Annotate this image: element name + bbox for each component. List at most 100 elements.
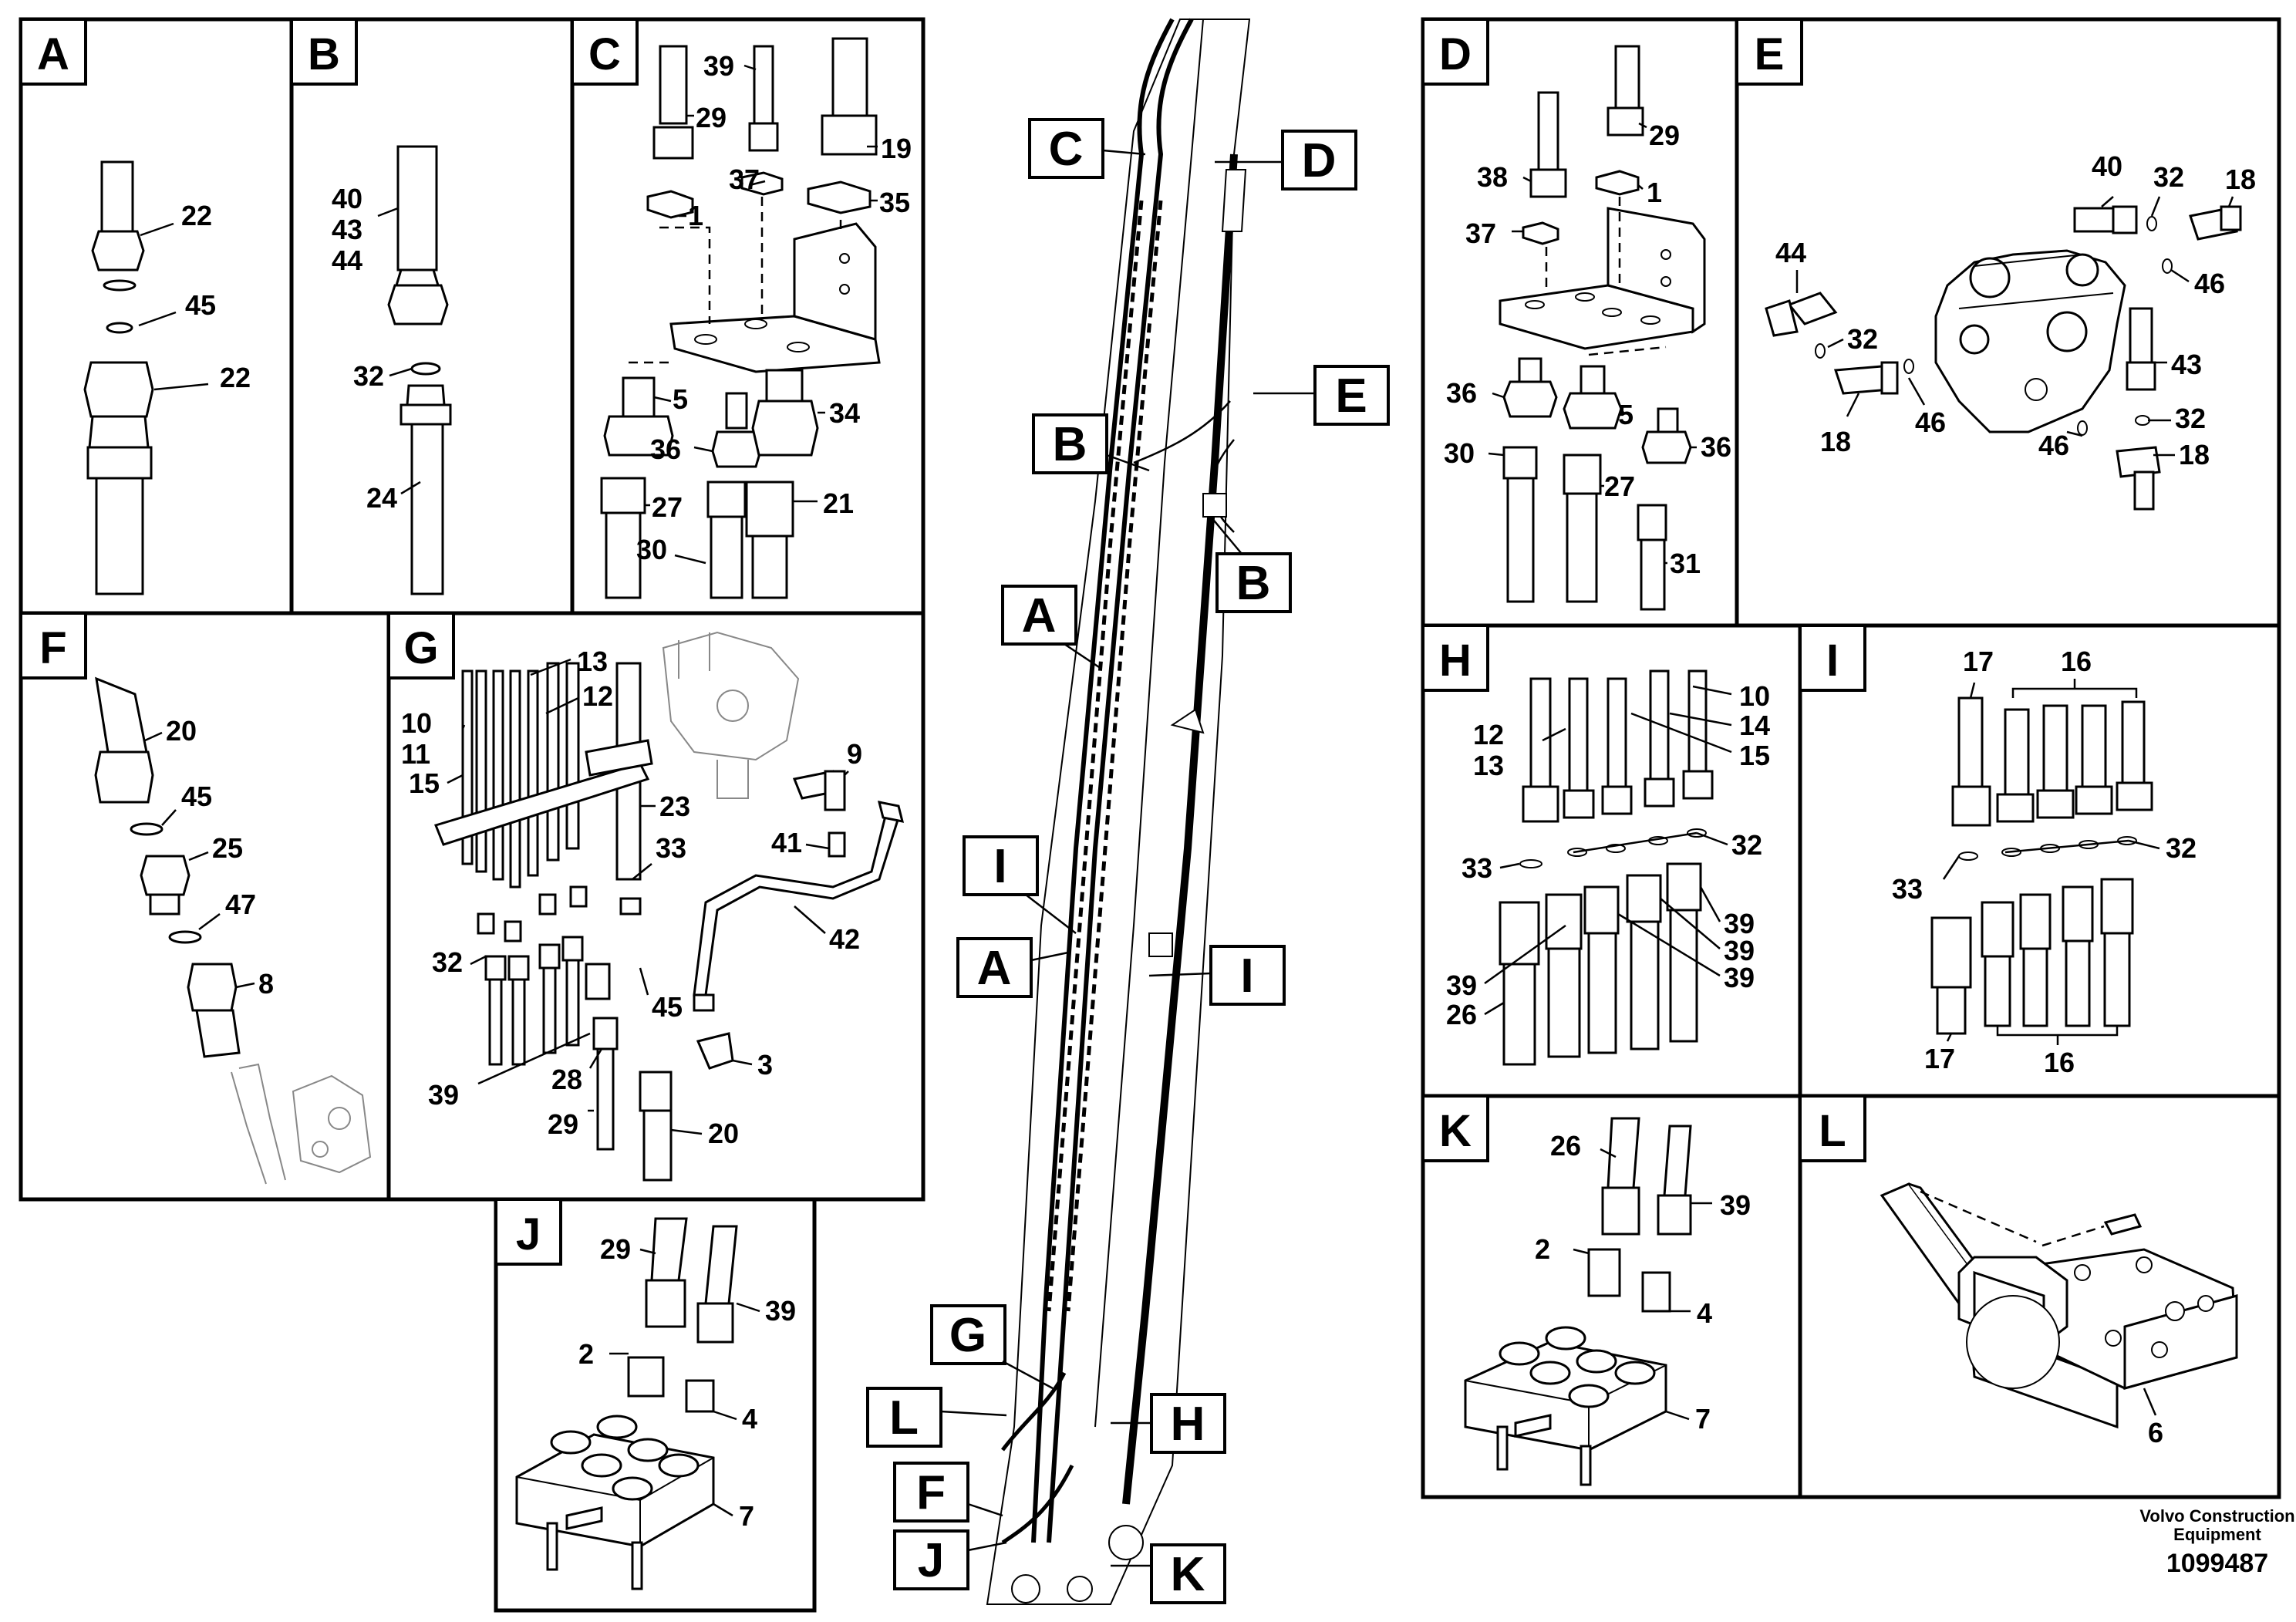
callout: 14 bbox=[1739, 710, 1770, 741]
callout: 45 bbox=[181, 781, 212, 812]
callout: 30 bbox=[1444, 437, 1475, 469]
panel-j-tag: J bbox=[516, 1209, 541, 1259]
callout: 12 bbox=[582, 680, 613, 712]
callout: 44 bbox=[1775, 237, 1806, 268]
panel-k-tag: K bbox=[1439, 1106, 1472, 1156]
callout: 29 bbox=[696, 102, 727, 133]
callout: 39 bbox=[765, 1295, 796, 1327]
panel-g-tag: G bbox=[403, 623, 438, 673]
callout: 32 bbox=[1731, 829, 1762, 861]
panel-d-hoses bbox=[1502, 45, 1692, 611]
center-callouts: C D E B B A I A I G L H F bbox=[866, 118, 1390, 1604]
callout: 32 bbox=[2166, 832, 2197, 864]
callout: 5 bbox=[1618, 399, 1633, 430]
callout: 8 bbox=[258, 968, 274, 1000]
callout: 13 bbox=[1473, 750, 1504, 781]
panel-k-manifold bbox=[1464, 1117, 1692, 1486]
panel-c: C bbox=[570, 17, 925, 615]
callout: 31 bbox=[1670, 548, 1701, 579]
callout-f: F bbox=[916, 1466, 946, 1519]
callout: 1 bbox=[1647, 177, 1662, 208]
callout: 9 bbox=[847, 738, 862, 770]
panel-b-tag: B bbox=[308, 29, 340, 79]
panel-f-coupling-assembly bbox=[94, 676, 372, 1185]
panel-g-valve bbox=[662, 631, 800, 799]
callout: 38 bbox=[1477, 161, 1508, 193]
callout: 29 bbox=[1649, 120, 1680, 151]
panel-f-tag: F bbox=[39, 623, 66, 673]
panel-e-valve-block bbox=[1934, 249, 2126, 433]
callout: 17 bbox=[1963, 646, 1994, 677]
callout: 20 bbox=[708, 1118, 739, 1149]
callout: 27 bbox=[1604, 470, 1635, 502]
panel-c-tag: C bbox=[588, 29, 621, 79]
callout: 29 bbox=[600, 1233, 631, 1265]
callout-a-2: A bbox=[977, 942, 1012, 995]
callout: 39 bbox=[1724, 935, 1755, 966]
callout: 44 bbox=[332, 244, 362, 276]
callout: 40 bbox=[332, 183, 362, 214]
callout: 15 bbox=[409, 767, 440, 799]
callout: 22 bbox=[181, 200, 212, 231]
callout: 2 bbox=[1535, 1233, 1550, 1265]
callout: 32 bbox=[2153, 161, 2184, 193]
panel-g-bundle bbox=[433, 662, 673, 1182]
callout-j: J bbox=[918, 1534, 944, 1587]
callout: 34 bbox=[829, 397, 860, 429]
callout: 39 bbox=[1724, 962, 1755, 993]
callout: 21 bbox=[823, 487, 854, 519]
callout: 7 bbox=[1695, 1403, 1711, 1435]
company-name-line2: Equipment bbox=[2173, 1525, 2261, 1544]
panel-e: E bbox=[1735, 17, 2281, 628]
callout: 15 bbox=[1739, 740, 1770, 771]
callout: 4 bbox=[742, 1403, 757, 1435]
callout: 47 bbox=[225, 889, 256, 920]
callout: 30 bbox=[636, 534, 667, 565]
callout: 4 bbox=[1697, 1297, 1712, 1329]
callout: 33 bbox=[656, 832, 686, 864]
callout: 37 bbox=[729, 164, 760, 195]
callout-h: H bbox=[1171, 1398, 1205, 1451]
callout: 3 bbox=[757, 1049, 773, 1081]
panel-a-hose-assembly bbox=[83, 160, 154, 595]
callout: 37 bbox=[1465, 218, 1496, 249]
boom-overview bbox=[986, 18, 1251, 1605]
callout-g: G bbox=[949, 1309, 986, 1362]
callout: 16 bbox=[2044, 1047, 2075, 1078]
callout: 46 bbox=[2038, 430, 2069, 461]
callout: 43 bbox=[332, 214, 362, 245]
panel-c-hoses-top bbox=[646, 37, 878, 219]
callout-i-2: I bbox=[1240, 949, 1253, 1003]
callout: 32 bbox=[353, 360, 384, 392]
panel-g-fittings bbox=[693, 770, 905, 1070]
document-number: 1099487 bbox=[2166, 1549, 2268, 1578]
callout: 39 bbox=[428, 1079, 459, 1111]
callout-b: B bbox=[1053, 418, 1087, 471]
callout: 39 bbox=[1446, 969, 1477, 1001]
panel-l: L 6 bbox=[1798, 1094, 2281, 1499]
callout: 11 bbox=[401, 738, 430, 770]
panel-a: A 22 45 22 bbox=[19, 17, 294, 615]
panel-d-bracket bbox=[1499, 207, 1706, 350]
callout-l: L bbox=[889, 1391, 919, 1445]
panel-f: F 20 45 25 47 8 bbox=[19, 611, 391, 1202]
callout: 39 bbox=[1724, 908, 1755, 939]
callout: 41 bbox=[771, 827, 802, 858]
panel-a-tag: A bbox=[37, 29, 69, 79]
callout: 46 bbox=[2194, 268, 2225, 299]
panel-i-bundle bbox=[1930, 696, 2153, 1035]
panel-b-hose-assembly bbox=[387, 145, 452, 595]
panel-h: H 10 bbox=[1421, 623, 1802, 1098]
panel-d-tag: D bbox=[1439, 29, 1472, 79]
company-name: Volvo Construction bbox=[2139, 1506, 2294, 1526]
callout: 33 bbox=[1462, 852, 1492, 884]
callout: 20 bbox=[166, 715, 197, 747]
panel-k: K 26 39 2 4 7 bbox=[1421, 1094, 1802, 1499]
callout: 40 bbox=[2092, 150, 2122, 182]
panel-c-hoses-bottom bbox=[600, 369, 819, 599]
callout: 25 bbox=[212, 832, 243, 864]
callout: 12 bbox=[1473, 719, 1504, 750]
callout: 29 bbox=[548, 1108, 578, 1140]
callout: 7 bbox=[739, 1500, 754, 1532]
panel-i: I 17 bbox=[1798, 623, 2281, 1098]
